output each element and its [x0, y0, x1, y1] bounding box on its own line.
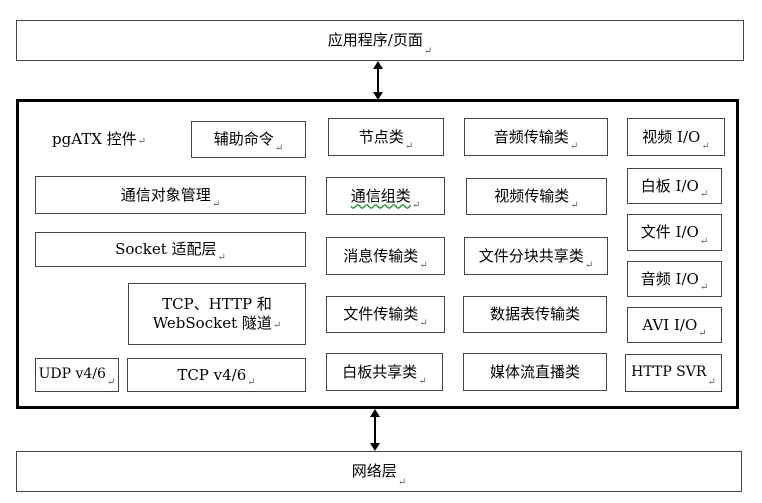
- file-transfer-class-box: 文件传输类↵: [326, 296, 445, 333]
- file-chunk-share-class-label: 文件分块共享类: [478, 246, 584, 265]
- tcp-box: TCP v4/6↵: [127, 358, 306, 392]
- para-mark: ↵: [106, 376, 116, 388]
- para-mark: ↵: [217, 251, 226, 263]
- application-layer-label: 应用程序/页面: [327, 31, 423, 50]
- socket-adapter-box: Socket 适配层↵: [35, 232, 306, 267]
- para-mark: ↵: [569, 140, 579, 152]
- application-layer-box: 应用程序/页面↵: [16, 20, 744, 61]
- para-mark: ↵: [699, 281, 709, 293]
- udp-label: UDP v4/6: [38, 366, 106, 383]
- audio-transfer-class-label: 音频传输类: [493, 127, 569, 146]
- para-mark: ↵: [404, 140, 414, 152]
- pgatx-label: pgATX 控件↵: [52, 128, 146, 149]
- video-transfer-class-label: 视频传输类: [494, 187, 570, 206]
- video-io-label: 视频 I/O: [642, 127, 701, 146]
- media-stream-live-class-box: 媒体流直播类: [463, 353, 607, 391]
- video-io-box: 视频 I/O↵: [627, 118, 725, 156]
- aux-command-label: 辅助命令: [213, 130, 274, 149]
- para-mark: ↵: [699, 235, 709, 247]
- tunnel-label-line2: WebSocket 隧道: [152, 314, 272, 332]
- para-mark: ↵: [423, 45, 433, 57]
- file-io-box: 文件 I/O↵: [627, 214, 722, 251]
- tunnel-label-line1: TCP、HTTP 和: [162, 295, 272, 314]
- message-transfer-class-label: 消息传输类: [343, 246, 419, 265]
- para-mark: ↵: [698, 327, 707, 339]
- whiteboard-io-label: 白板 I/O: [640, 176, 699, 195]
- node-class-label: 节点类: [358, 127, 404, 146]
- whiteboard-share-class-box: 白板共享类↵: [326, 353, 443, 391]
- comm-group-class-box: 通信组类↵: [326, 177, 445, 215]
- tcp-label: TCP v4/6: [177, 365, 247, 384]
- para-mark: ↵: [274, 142, 284, 154]
- datatable-transfer-class-label: 数据表传输类: [489, 305, 580, 324]
- http-svr-label: HTTP SVR: [631, 364, 707, 381]
- file-io-label: 文件 I/O: [640, 223, 699, 242]
- avi-io-box: AVI I/O↵: [627, 307, 722, 343]
- para-mark: ↵: [418, 375, 427, 387]
- whiteboard-io-box: 白板 I/O↵: [627, 168, 722, 204]
- para-mark: ↵: [419, 317, 428, 329]
- datatable-transfer-class-box: 数据表传输类: [463, 296, 607, 333]
- para-mark: ↵: [419, 259, 428, 271]
- para-mark: ↵: [247, 376, 256, 388]
- pgatx-frame: [16, 99, 739, 409]
- file-chunk-share-class-box: 文件分块共享类↵: [464, 237, 608, 275]
- network-layer-box: 网络层↵: [16, 451, 742, 492]
- para-mark: ↵: [699, 188, 709, 200]
- audio-io-box: 音频 I/O↵: [627, 261, 722, 297]
- file-transfer-class-label: 文件传输类: [343, 305, 419, 324]
- avi-io-label: AVI I/O: [642, 315, 698, 334]
- http-svr-box: HTTP SVR↵: [625, 354, 722, 392]
- para-mark: ↵: [397, 476, 407, 488]
- bottom-bidirectional-arrow: [370, 409, 380, 451]
- para-mark: ↵: [211, 198, 221, 210]
- para-mark: ↵: [584, 259, 594, 271]
- audio-io-label: 音频 I/O: [640, 269, 699, 288]
- udp-box: UDP v4/6↵: [35, 358, 119, 392]
- para-mark: ↵: [137, 136, 147, 147]
- para-mark: ↵: [272, 320, 282, 331]
- media-stream-live-class-label: 媒体流直播类: [489, 362, 580, 381]
- aux-command-box: 辅助命令↵: [191, 121, 306, 158]
- comm-group-class-label: 通信组类: [350, 186, 411, 205]
- comm-object-mgmt-label: 通信对象管理: [120, 185, 211, 204]
- para-mark: ↵: [411, 199, 421, 211]
- whiteboard-share-class-label: 白板共享类: [342, 362, 418, 381]
- para-mark: ↵: [707, 376, 716, 388]
- socket-adapter-label: Socket 适配层: [115, 240, 217, 259]
- node-class-box: 节点类↵: [328, 118, 444, 156]
- pgatx-label-text: pgATX 控件: [52, 130, 137, 148]
- video-transfer-class-box: 视频传输类↵: [466, 178, 607, 215]
- comm-object-mgmt-box: 通信对象管理↵: [35, 176, 306, 214]
- top-bidirectional-arrow: [373, 61, 383, 100]
- para-mark: ↵: [701, 140, 710, 152]
- tunnel-box: TCP、HTTP 和 WebSocket 隧道↵: [128, 283, 306, 345]
- audio-transfer-class-box: 音频传输类↵: [464, 118, 608, 156]
- para-mark: ↵: [570, 199, 579, 211]
- network-layer-label: 网络层: [351, 462, 397, 481]
- message-transfer-class-box: 消息传输类↵: [326, 237, 445, 275]
